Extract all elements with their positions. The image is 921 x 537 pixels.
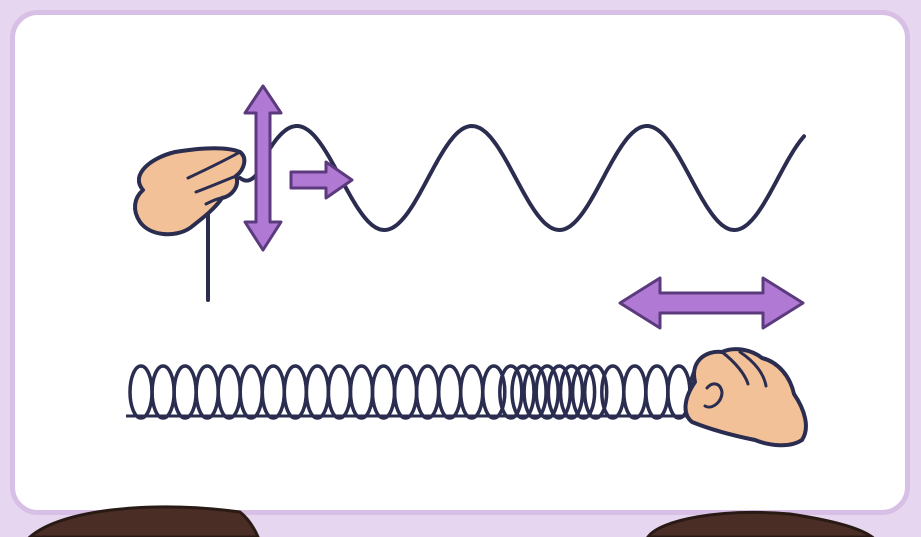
- spring-coil: [262, 366, 284, 418]
- spring-coil: [439, 366, 461, 418]
- spring-coil: [351, 366, 373, 418]
- right-hair-icon: [648, 512, 872, 537]
- arrow-right-icon: [291, 162, 352, 198]
- character-heads: [30, 507, 872, 537]
- spring-coil: [306, 366, 328, 418]
- spring-coil: [461, 366, 483, 418]
- spring-coil: [130, 366, 152, 418]
- spring-coil: [646, 366, 668, 418]
- spring-coil: [284, 366, 306, 418]
- spring-coil: [624, 366, 646, 418]
- spring-coil: [395, 366, 417, 418]
- double-arrow-vertical-icon: [245, 86, 281, 250]
- spring-coil: [196, 366, 218, 418]
- spring-coil: [240, 366, 262, 418]
- hand-holding-rope-icon: [135, 148, 244, 234]
- spring-coil: [174, 366, 196, 418]
- spring-coil: [218, 366, 240, 418]
- longitudinal-spring: [126, 366, 712, 418]
- hand-pushing-spring-icon: [686, 349, 806, 445]
- spring-coil: [328, 366, 350, 418]
- spring-coil: [152, 366, 174, 418]
- spring-coil: [417, 366, 439, 418]
- spring-coil: [373, 366, 395, 418]
- double-arrow-horizontal-icon: [620, 278, 803, 328]
- left-hair-icon: [30, 507, 258, 537]
